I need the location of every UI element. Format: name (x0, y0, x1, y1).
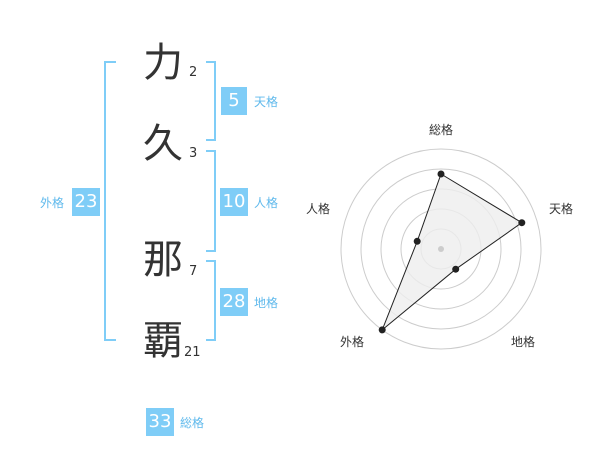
radar-axis-label-soukaku: 総格 (429, 122, 453, 137)
name-char-2: 久 (143, 121, 183, 167)
jinkaku-label: 人格 (254, 196, 279, 210)
radar-point-4 (378, 326, 386, 334)
stroke-count-4: 21 (184, 345, 201, 360)
gaikaku-label: 外格 (40, 196, 65, 210)
stroke-count-2: 3 (189, 146, 198, 161)
radar-axis-label-gaikaku: 外格 (340, 334, 364, 349)
radar-center-dot (438, 246, 444, 252)
radar-area (381, 173, 523, 331)
radar-point-3 (452, 265, 460, 273)
soukaku-value: 33 (146, 408, 174, 436)
gaikaku-value: 23 (72, 188, 100, 216)
jinkaku-bracket (206, 150, 216, 252)
radar-point-2 (518, 219, 526, 227)
radar-point-1 (437, 170, 445, 178)
tenkaku-value: 5 (221, 87, 247, 115)
radar-axis-label-tenkaku: 天格 (549, 201, 573, 216)
tenkaku-label: 天格 (254, 95, 279, 109)
stroke-count-1: 2 (189, 65, 198, 80)
name-char-3: 那 (143, 237, 183, 283)
chikaku-bracket (206, 260, 216, 341)
radar-axis-label-jinkaku: 人格 (306, 201, 330, 216)
radar-point-5 (413, 237, 421, 245)
chikaku-value: 28 (220, 288, 248, 316)
chikaku-label: 地格 (254, 296, 279, 310)
gaikaku-bracket (104, 61, 116, 341)
radar-axis-label-chikaku: 地格 (511, 334, 535, 349)
jinkaku-value: 10 (220, 188, 248, 216)
radar-ring (360, 168, 522, 330)
radar-ring (340, 148, 542, 350)
soukaku-label: 総格 (180, 416, 205, 430)
name-char-1: 力 (143, 40, 183, 86)
stroke-count-3: 7 (189, 264, 198, 279)
name-char-4: 覇 (143, 318, 183, 364)
tenkaku-bracket (206, 61, 216, 141)
